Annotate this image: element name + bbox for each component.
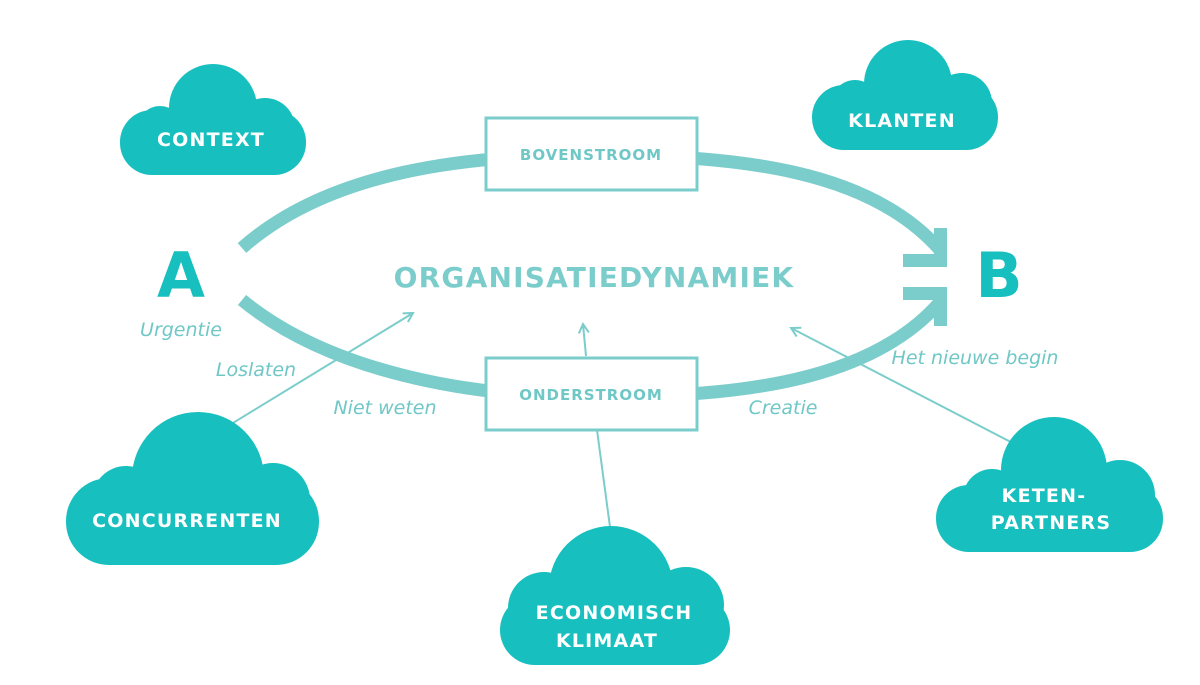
cloud-ketenpartners-label-line1: KETEN- (1002, 485, 1087, 507)
box-onderstroom-label: ONDERSTROOM (519, 386, 663, 404)
phase-het-nieuwe-begin: Het nieuwe begin (892, 347, 1059, 369)
cloud-klanten: KLANTEN (812, 40, 998, 150)
arrow-ketenpartners (791, 328, 1031, 453)
diagram-title: ORGANISATIEDYNAMIEK (394, 261, 795, 294)
cloud-context-label: CONTEXT (157, 129, 265, 151)
box-bovenstroom-label: BOVENSTROOM (520, 146, 662, 164)
arrowhead-bottom (903, 287, 947, 326)
cloud-context: CONTEXT (120, 64, 306, 175)
arrow-concurrenten (209, 313, 413, 438)
cloud-concurrenten: CONCURRENTEN (66, 412, 319, 565)
box-bovenstroom: BOVENSTROOM (484, 116, 699, 192)
start-label-a: A (157, 239, 205, 312)
cloud-ketenpartners-label-line2: PARTNERS (991, 512, 1111, 534)
cloud-economisch-label-line2: KLIMAAT (556, 630, 658, 652)
arrow-economisch-klimaat (596, 429, 611, 528)
box-onderstroom: ONDERSTROOM (484, 356, 699, 432)
cloud-economisch-klimaat: ECONOMISCH KLIMAAT (500, 526, 730, 665)
phase-urgentie: Urgentie (140, 319, 222, 341)
arrowhead-top (903, 228, 947, 267)
arrow-onderstroom-up (583, 324, 586, 357)
cloud-klanten-label: KLANTEN (848, 110, 956, 132)
cloud-concurrenten-label: CONCURRENTEN (92, 510, 282, 532)
cloud-economisch-label-line1: ECONOMISCH (536, 602, 693, 624)
phase-creatie: Creatie (749, 397, 818, 419)
phase-niet-weten: Niet weten (333, 397, 436, 419)
phase-loslaten: Loslaten (216, 359, 296, 381)
end-label-b: B (975, 239, 1022, 312)
cloud-ketenpartners: KETEN- PARTNERS (936, 417, 1163, 552)
